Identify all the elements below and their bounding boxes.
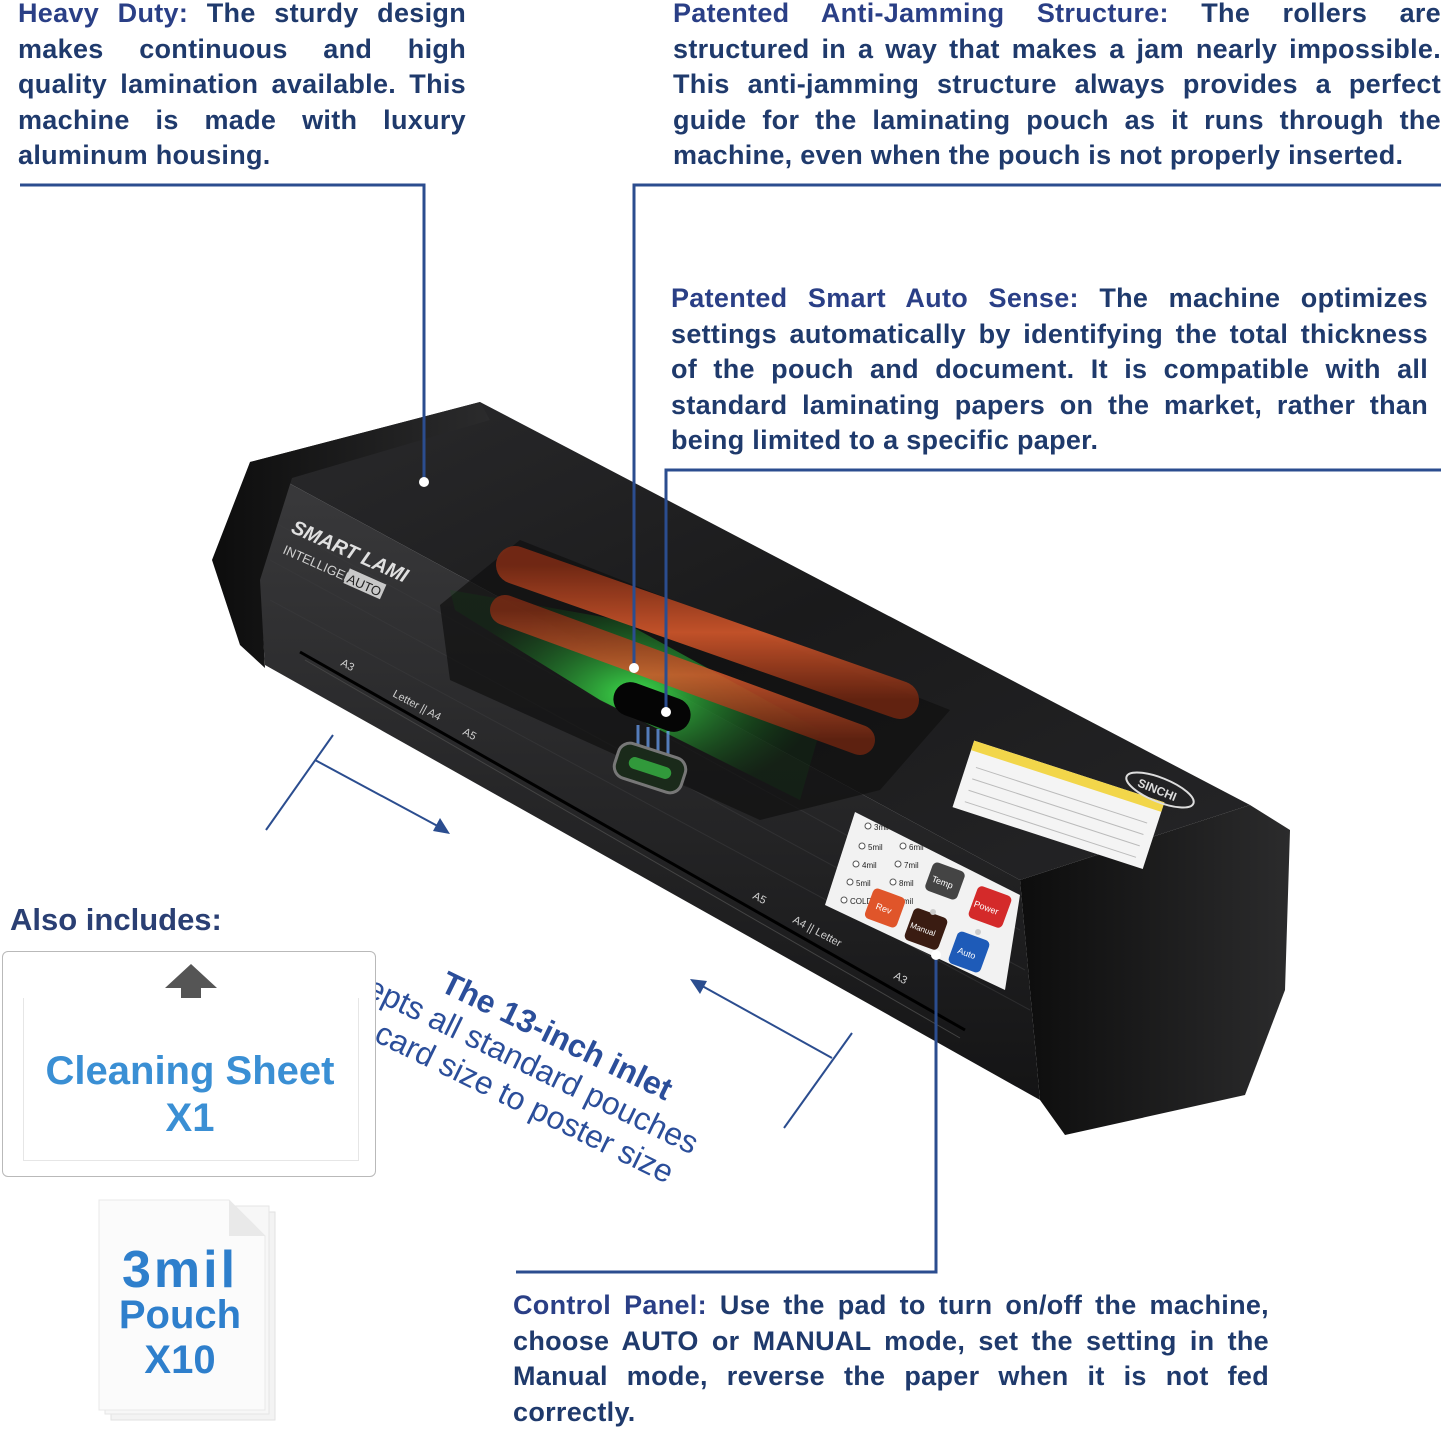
control-panel-text: Use the pad to turn on/off the machine, … <box>513 1290 1269 1427</box>
heavy-duty-heading: Heavy Duty: <box>18 0 189 28</box>
size-mark-a5-left: A5 <box>461 726 479 743</box>
control-panel-heading: Control Panel: <box>513 1290 707 1320</box>
rev-button[interactable]: Rev <box>864 887 907 929</box>
cleaning-sheet-card: Cleaning Sheet X1 <box>2 951 376 1177</box>
setting-6mil: 6mil <box>909 843 924 852</box>
control-panel-callout: Control Panel: Use the pad to turn on/of… <box>513 1288 1269 1430</box>
power-button[interactable]: Power <box>967 885 1012 929</box>
warning-label <box>952 740 1165 869</box>
setting-cold: COLD <box>850 897 872 906</box>
manual-button[interactable]: Manual <box>903 907 948 951</box>
pouch-stack-icon <box>98 1199 276 1421</box>
also-includes-label: Also includes: <box>10 902 222 937</box>
cleaning-sheet-title: Cleaning Sheet <box>45 1049 335 1093</box>
setting-7mil: 7mil <box>904 861 919 870</box>
anti-jamming-callout: Patented Anti-Jamming Structure: The rol… <box>673 0 1441 174</box>
heavy-duty-text: The sturdy design makes continuous and h… <box>18 0 466 170</box>
heavy-duty-callout: Heavy Duty: The sturdy design makes cont… <box>18 0 466 174</box>
cleaning-sheet <box>23 998 359 1161</box>
anti-jamming-heading: Patented Anti-Jamming Structure: <box>673 0 1169 28</box>
cleaning-sheet-qty: X1 <box>165 1096 215 1140</box>
right-end-cap <box>1020 805 1290 1135</box>
cleaning-sheet-text: Cleaning Sheet X1 <box>23 1048 357 1142</box>
pouch-qty: X10 <box>144 1338 216 1382</box>
pouch-label: Pouch <box>118 1293 242 1337</box>
setting-8mil: 8mil <box>899 879 914 888</box>
temp-button[interactable]: Temp <box>924 861 966 901</box>
anti-jamming-text: The rollers are structured in a way that… <box>673 0 1442 170</box>
setting-3mil: 3mil <box>874 823 889 832</box>
size-mark-a5-right: A5 <box>751 890 769 907</box>
setting-5mil-b: 5mil <box>856 879 871 888</box>
auto-button[interactable]: Auto <box>947 930 991 974</box>
setting-5mil-a: 5mil <box>868 843 883 852</box>
up-arrow-icon <box>165 964 217 1002</box>
pouch-thickness: 3mil <box>121 1241 239 1299</box>
sensor-pad <box>613 682 691 732</box>
pouch-text: 3mil Pouch X10 <box>100 1241 260 1383</box>
setting-4mil: 4mil <box>862 861 877 870</box>
size-mark-a3-left: A3 <box>339 657 357 674</box>
control-panel: 3mil 5mil 4mil 5mil 6mil 7mil 8mil 10mil… <box>825 812 1020 990</box>
